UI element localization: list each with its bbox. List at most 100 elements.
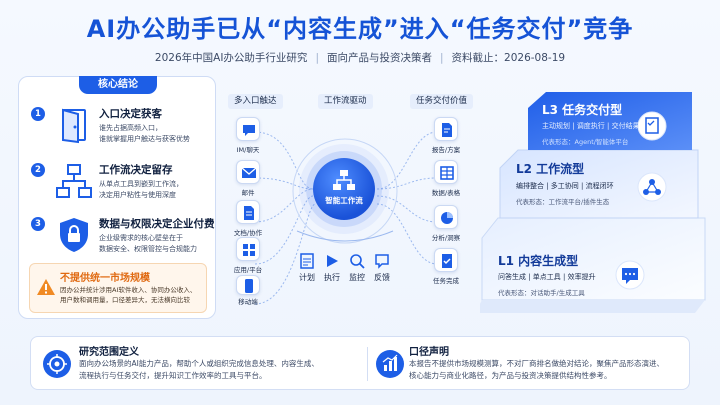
subtitle-audience: 面向产品与投资决策者 xyxy=(326,52,432,64)
scope-desc: 面向办公场景的AI能力产品，帮助个人或组织完成信息处理、内容生成、 流程执行与任… xyxy=(79,358,319,382)
workflow-icon xyxy=(56,164,92,198)
plan-icon xyxy=(300,253,314,269)
deliverable-node-label: 任务完成 xyxy=(433,277,459,285)
page-subtitle: 2026年中国AI办公助手行业研究|面向产品与投资决策者|资料截止：2026-0… xyxy=(154,52,566,64)
process-step-label: 监控 xyxy=(349,273,365,282)
conclusion-desc: 从单点工具到嵌到工作流， 决定用户粘性与使用深度 xyxy=(99,179,183,201)
deliverable-node-label: 分析/洞察 xyxy=(431,234,461,242)
scope-desc-line: 面向办公场景的AI能力产品，帮助个人或组织完成信息处理、内容生成、 xyxy=(79,359,319,368)
col-label-workflow: 工作流驱动 xyxy=(318,94,373,109)
entry-node-label: 邮件 xyxy=(241,189,255,197)
conclusion-title: 入口决定获客 xyxy=(99,108,162,120)
bar-chart-icon xyxy=(376,350,404,378)
level-2-sub: 代表形态：工作流平台/插件生态 xyxy=(516,198,610,206)
conclusion-item-workflow: 2 工作流决定留存 从单点工具到嵌到工作流， 决定用户粘性与使用深度 xyxy=(19,159,217,215)
monitor-icon xyxy=(350,254,365,269)
entry-node-im: IM/聊天 xyxy=(233,117,263,157)
core-conclusions-heading: 核心结论 xyxy=(79,76,157,94)
process-step-execute: 执行 xyxy=(318,252,346,286)
level-1-text: 问答生成 | 单点工具 | 效率提升 xyxy=(498,273,596,281)
warning-desc: 因办公并统计涉用AI软件收入、协同办公收入、 用户数和调用量，口径差异大，无法横… xyxy=(60,285,196,305)
deliverable-node-label: 数据/表格 xyxy=(431,189,461,197)
conclusion-number: 2 xyxy=(31,163,45,177)
level-3-title: L3 任务交付型 xyxy=(542,103,623,117)
level-1-title: L1 内容生成型 xyxy=(498,254,579,268)
conclusion-desc: 谁先占据高频入口， 谁就掌握用户触达与获客优势 xyxy=(99,123,190,145)
deliverable-node-report: 报告/方案 xyxy=(431,117,461,157)
bottom-divider xyxy=(367,347,368,381)
conclusion-title: 数据与权限决定企业付费 xyxy=(99,218,215,230)
scope-desc-line: 流程执行与任务交付，提升知识工作效率的工具与平台。 xyxy=(79,371,267,380)
conclusion-item-data: 3 数据与权限决定企业付费 企业级需求的核心壁垒在于 数据安全、权限管控与合规能… xyxy=(19,213,217,269)
pyramid-graphic xyxy=(480,92,706,313)
entry-node-label: 应用/平台 xyxy=(233,266,263,274)
shield-lock-icon xyxy=(60,218,88,252)
flow-connectors xyxy=(254,131,438,305)
note-desc: 本报告不提供市场规模测算，不对厂商排名做绝对结论，聚焦产品形态演进、 核心能力与… xyxy=(409,358,664,382)
entry-node-docs: 文档/协作 xyxy=(233,200,263,240)
pie-chart-icon xyxy=(441,212,453,224)
process-step-monitor: 监控 xyxy=(343,252,371,286)
process-step-plan: 计划 xyxy=(293,252,321,286)
page-title: AI办公助手已从“内容生成”进入“任务交付”竞争 xyxy=(86,15,634,43)
deliverable-node-data: 数据/表格 xyxy=(431,160,461,200)
feedback-icon xyxy=(375,254,389,269)
conclusion-item-entry: 1 入口决定获客 谁先占据高频入口， 谁就掌握用户触达与获客优势 xyxy=(19,103,217,159)
note-desc-line: 本报告不提供市场规模测算，不对厂商排名做绝对结论，聚焦产品形态演进、 xyxy=(409,359,664,368)
note-desc-line: 核心能力与商业化路径，为产品与投资决策提供结构性参考。 xyxy=(409,371,612,380)
process-step-label: 计划 xyxy=(299,273,315,282)
conclusion-title: 工作流决定留存 xyxy=(99,164,173,176)
apps-grid-icon xyxy=(243,244,255,256)
hub-label: 智能工作流 xyxy=(325,196,363,205)
smart-workflow-hub: 智能工作流 xyxy=(313,158,375,220)
col-label-entries: 多入口触达 xyxy=(228,94,283,109)
level-1-sub: 代表形态：对话助手/生成工具 xyxy=(498,289,585,297)
warning-icon xyxy=(37,279,55,295)
entry-node-label: 移动端 xyxy=(238,298,258,306)
entry-node-label: IM/聊天 xyxy=(236,146,260,154)
level-3-sub: 代表形态：Agent/智能体平台 xyxy=(542,138,629,146)
col-label-delivery: 任务交付价值 xyxy=(410,94,474,109)
conclusion-desc-line: 从单点工具到嵌到工作流， xyxy=(99,180,183,188)
conclusion-desc-line: 数据安全、权限管控与合规能力 xyxy=(99,245,197,253)
door-icon xyxy=(62,108,86,144)
task-check-icon xyxy=(442,254,452,268)
subtitle-topic: 2026年中国AI办公助手行业研究 xyxy=(154,52,308,64)
level-2-text: 编排整合 | 多工协同 | 流程闭环 xyxy=(516,182,614,190)
warning-desc-line: 因办公并统计涉用AI软件收入、协同办公收入、 xyxy=(60,286,197,294)
conclusion-desc-line: 谁先占据高频入口， xyxy=(99,124,162,132)
level-3-text: 主动规划 | 调度执行 | 交付结果 xyxy=(542,122,640,130)
subtitle-date: 资料截止：2026-08-19 xyxy=(451,52,566,64)
entry-node-label: 文档/协作 xyxy=(233,229,263,237)
deliverable-node-label: 报告/方案 xyxy=(431,146,461,154)
phone-icon xyxy=(245,279,253,293)
warning-title: 不提供统一市场规模 xyxy=(60,273,150,284)
entry-node-apps: 应用/平台 xyxy=(233,237,263,277)
process-step-label: 反馈 xyxy=(374,273,390,282)
execute-icon xyxy=(327,255,338,267)
document-icon xyxy=(244,206,254,220)
report-icon xyxy=(442,123,452,137)
scope-target-icon xyxy=(43,350,71,378)
deliverable-node-done: 任务完成 xyxy=(431,248,461,288)
conclusion-number: 3 xyxy=(31,217,45,231)
warning-desc-line: 用户数和调用量，口径差异大，无法横向比较 xyxy=(60,296,190,304)
note-title: 口径声明 xyxy=(409,347,449,358)
core-conclusions-panel: 核心结论 1 入口决定获客 谁先占据高频入口， 谁就掌握用户触达与获客优势 2 … xyxy=(18,76,216,319)
market-size-warning: 不提供统一市场规模 因办公并统计涉用AI软件收入、协同办公收入、 用户数和调用量… xyxy=(29,263,207,313)
conclusion-desc: 企业级需求的核心壁垒在于 数据安全、权限管控与合规能力 xyxy=(99,233,197,255)
entry-node-email: 邮件 xyxy=(233,160,263,200)
entry-node-mobile: 移动端 xyxy=(233,275,263,315)
conclusion-desc-line: 谁就掌握用户触达与获客优势 xyxy=(99,135,190,143)
level-2-title: L2 工作流型 xyxy=(516,162,585,176)
scope-title: 研究范围定义 xyxy=(79,347,139,358)
conclusion-desc-line: 企业级需求的核心壁垒在于 xyxy=(99,234,183,242)
bottom-info-bar: 研究范围定义 面向办公场景的AI能力产品，帮助个人或组织完成信息处理、内容生成、… xyxy=(30,336,690,390)
process-step-feedback: 反馈 xyxy=(368,252,396,286)
chat-icon xyxy=(243,125,255,136)
conclusion-number: 1 xyxy=(31,107,45,121)
conclusion-desc-line: 决定用户粘性与使用深度 xyxy=(99,191,176,199)
process-step-label: 执行 xyxy=(324,273,340,282)
deliverable-node-analysis: 分析/洞察 xyxy=(431,205,461,245)
table-icon xyxy=(440,166,454,180)
